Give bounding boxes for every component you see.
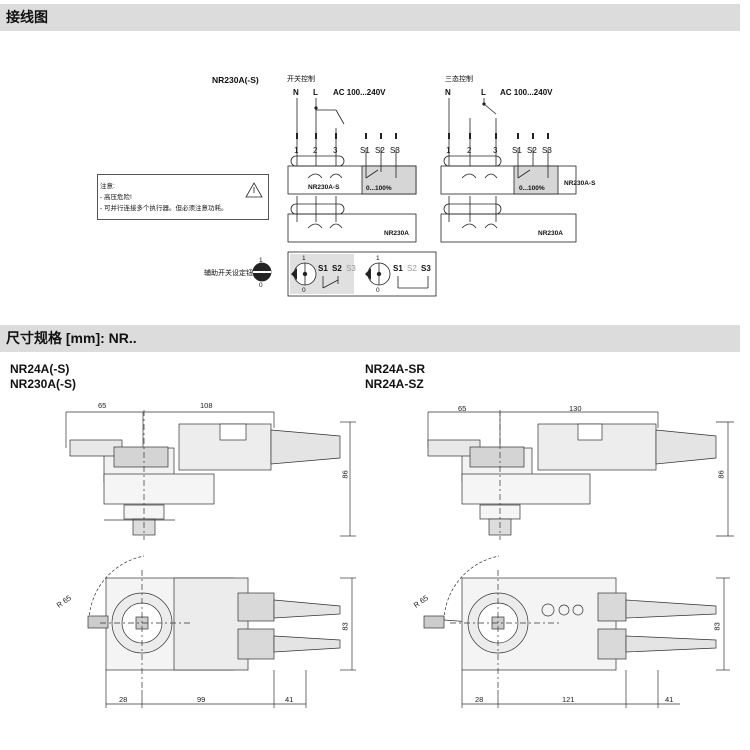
dial-bottom-0-right: 0 — [376, 287, 380, 294]
actuator-s-label-left: NR230A-S — [308, 184, 340, 191]
range-label-left: 0...100% — [366, 185, 392, 192]
aux-s2-setting-right: S2 — [407, 264, 417, 273]
warning-line-1: - 高压危险! — [100, 194, 132, 201]
model-label: NR230A(-S) — [212, 75, 259, 85]
left-bottom-dim-a: 28 — [119, 695, 128, 704]
warning-triangle-icon: ⚠ — [250, 187, 258, 198]
warning-line-2: - 可并行连接多个执行器。但必须注意功耗。 — [100, 205, 228, 212]
aux-s3-setting-right: S3 — [421, 264, 431, 273]
dial-top-1-left: 1 — [302, 255, 306, 262]
knob-top-label: 1 — [259, 257, 263, 264]
right-bottom-dim-b: 121 — [562, 695, 575, 704]
right-top-dim-b: 130 — [569, 404, 582, 413]
terminal-l-right: L — [481, 88, 486, 97]
dimensions-section-title: 尺寸规格 [mm]: NR.. — [0, 325, 740, 352]
right-model-line-1: NR24A-SR — [365, 362, 426, 376]
warning-heading: 注意: — [100, 183, 115, 190]
terminal-1-left: 1 — [294, 146, 299, 155]
terminal-3-left: 3 — [333, 146, 338, 155]
actuator-label-left: NR230A — [384, 230, 409, 237]
dial-bottom-0-left: 0 — [302, 287, 306, 294]
terminal-1-right: 1 — [446, 146, 451, 155]
aux-s1-setting-left: S1 — [318, 264, 328, 273]
dial-top-1-right: 1 — [376, 255, 380, 262]
aux-s2-setting-left: S2 — [332, 264, 342, 273]
actuator-label-right: NR230A — [538, 230, 563, 237]
terminal-l-left: L — [313, 88, 318, 97]
terminal-n-right: N — [445, 88, 451, 97]
left-bottom-dim-c: 41 — [285, 695, 294, 704]
supply-voltage-right: AC 100...240V — [500, 88, 553, 97]
terminal-3-right: 3 — [493, 146, 498, 155]
left-bottom-dim-b: 99 — [197, 695, 206, 704]
right-top-dim-a: 65 — [458, 404, 467, 413]
aux-s3-right: S3 — [542, 146, 552, 155]
aux-s1-left: S1 — [360, 146, 370, 155]
terminal-2-left: 2 — [313, 146, 318, 155]
three-state-control-title: 三态控制 — [445, 76, 473, 83]
left-model-line-1: NR24A(-S) — [10, 362, 70, 376]
aux-s1-setting-right: S1 — [393, 264, 403, 273]
right-depth-dim: 83 — [712, 622, 722, 631]
actuator-s-label-right: NR230A-S — [564, 180, 596, 187]
terminal-n-left: N — [293, 88, 299, 97]
knob-bottom-label: 0 — [259, 282, 263, 289]
warning-box — [97, 174, 269, 220]
left-height-dim: 86 — [340, 470, 350, 479]
terminal-2-right: 2 — [467, 146, 472, 155]
aux-s2-left: S2 — [375, 146, 385, 155]
left-model-line-2: NR230A(-S) — [10, 377, 77, 391]
right-bottom-dim-c: 41 — [665, 695, 674, 704]
aux-switch-setting-label: 辅助开关设定钮 — [204, 270, 253, 277]
range-label-right: 0...100% — [519, 185, 545, 192]
aux-s2-right: S2 — [527, 146, 537, 155]
left-depth-dim: 83 — [340, 622, 350, 631]
right-bottom-dim-a: 28 — [475, 695, 484, 704]
aux-s3-setting-left: S3 — [346, 264, 356, 273]
wiring-section-title: 接线图 — [0, 4, 740, 31]
left-top-dim-a: 65 — [98, 401, 107, 410]
supply-voltage-left: AC 100...240V — [333, 88, 386, 97]
right-model-line-2: NR24A-SZ — [365, 377, 424, 391]
right-height-dim: 86 — [716, 470, 726, 479]
left-top-dim-b: 108 — [200, 401, 213, 410]
aux-s1-right: S1 — [512, 146, 522, 155]
aux-s3-left: S3 — [390, 146, 400, 155]
switch-control-title: 开关控制 — [287, 76, 315, 83]
